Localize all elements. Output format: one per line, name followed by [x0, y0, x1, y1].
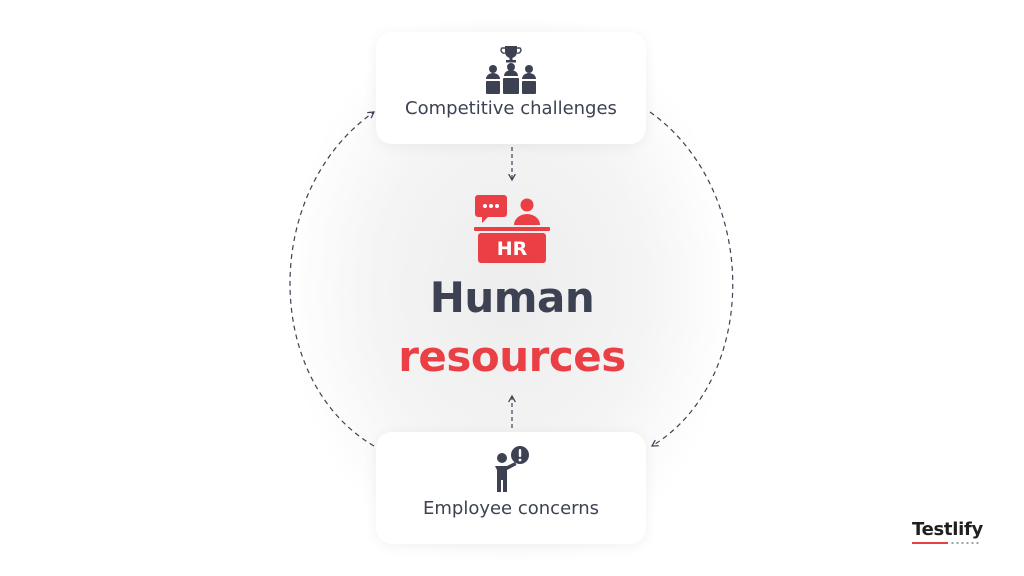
employee-concerns-label: Employee concerns — [422, 498, 600, 519]
brand-underline — [912, 542, 948, 544]
arc-left — [289, 111, 376, 447]
person-alert-icon — [495, 446, 529, 492]
hr-badge-text: HR — [497, 238, 528, 260]
brand-logo: Testlify — [912, 519, 992, 549]
employee-concerns-card: Employee concerns — [376, 432, 646, 544]
competitive-challenges-card: Competitive challenges — [376, 32, 646, 144]
brand-name: Testlify — [912, 519, 983, 540]
hr-desk-icon: HR — [474, 195, 550, 263]
competitive-challenges-label: Competitive challenges — [405, 98, 617, 119]
podium-trophy-icon — [486, 46, 536, 94]
arc-right — [649, 111, 734, 447]
center-title-line2: resources — [398, 332, 626, 381]
brand-dots — [950, 542, 980, 544]
center-title-line1: Human — [429, 273, 595, 322]
